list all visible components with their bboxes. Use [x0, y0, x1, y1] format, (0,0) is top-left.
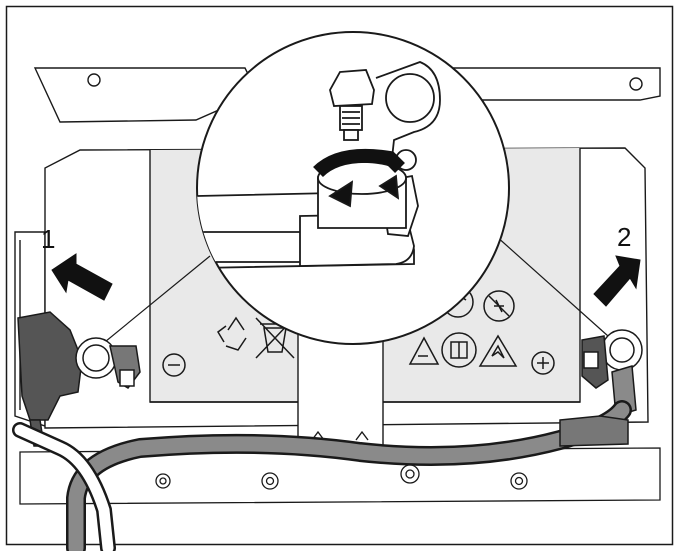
negative-terminal-icon: [162, 353, 186, 377]
explosion-warning-icon: [478, 334, 518, 367]
acid-warning-icon: [408, 336, 440, 365]
battery-cable: [12, 400, 632, 551]
lift-arrow-1: [51, 253, 113, 301]
zoom-connector-lines: [99, 235, 609, 347]
callout-label-2: 2: [617, 222, 632, 252]
lift-arrow-2: [593, 255, 641, 307]
magnified-detail: [196, 31, 510, 345]
negative-terminal-clamp: [17, 311, 141, 447]
positive-terminal-clamp: [581, 329, 643, 417]
figure-border: [5, 5, 674, 546]
positive-terminal-icon: [531, 351, 555, 375]
callout-label-1: 1: [41, 224, 56, 254]
keep-away-children-icon: [483, 290, 515, 322]
recycle-icon: [217, 316, 247, 351]
read-manual-icon: [441, 332, 477, 368]
